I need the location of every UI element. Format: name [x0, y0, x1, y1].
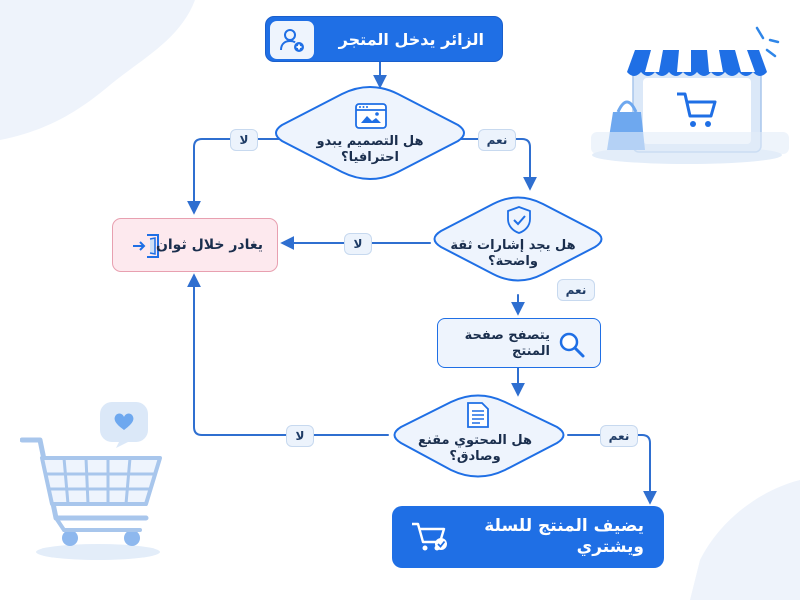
browser-window-icon	[355, 103, 387, 129]
magnifier-icon	[559, 332, 585, 358]
edge-label-trust-yes: نعم	[557, 279, 595, 301]
cart-check-icon	[412, 522, 447, 551]
buy-node: يضيف المنتج للسلة ويشتري	[392, 506, 664, 568]
leave-label: يغادر خلال ثوان	[155, 237, 263, 254]
decision-content-label: هل المحتوي مقنع وصادق؟	[417, 433, 533, 465]
start-icon-box	[270, 21, 314, 59]
buy-label: يضيف المنتج للسلة ويشتري	[484, 515, 644, 557]
leave-node: يغادر خلال ثوان	[112, 218, 278, 272]
shield-check-icon	[507, 206, 531, 234]
arrow-design-yes-to-trust	[457, 138, 537, 191]
top-left-blob	[0, 0, 195, 140]
start-label: الزائر يدخل المتجر	[338, 30, 484, 49]
edge-label-design-no: لا	[230, 129, 258, 151]
arrow-content-yes-to-buy	[567, 434, 657, 505]
user-add-icon	[280, 29, 304, 52]
exit-door-icon	[133, 234, 159, 258]
decision-trust-label: هل يجد إشارات ثقة واضحة؟	[450, 238, 576, 270]
edge-label-content-yes: نعم	[600, 425, 638, 447]
edge-label-trust-no: لا	[344, 233, 372, 255]
arrow-design-no-to-leave	[187, 138, 283, 215]
decision-trust-shape	[433, 196, 603, 282]
arrow-content-no-to-leave	[187, 273, 389, 436]
browse-product-node: يتصفح صفحة المنتج	[437, 318, 601, 368]
shopping-cart-heart-illustration	[20, 402, 162, 560]
document-icon	[467, 402, 489, 428]
decision-content-shape	[393, 394, 565, 478]
bottom-right-blob	[690, 480, 800, 600]
store-awning-illustration	[591, 26, 789, 164]
start-node: الزائر يدخل المتجر	[265, 16, 503, 62]
edge-label-design-yes: نعم	[478, 129, 516, 151]
edge-label-content-no: لا	[286, 425, 314, 447]
decision-design-shape	[275, 86, 465, 180]
browse-product-label: يتصفح صفحة المنتج	[464, 327, 550, 359]
decision-design-label: هل التصميم يبدو احترافيا؟	[316, 134, 424, 166]
